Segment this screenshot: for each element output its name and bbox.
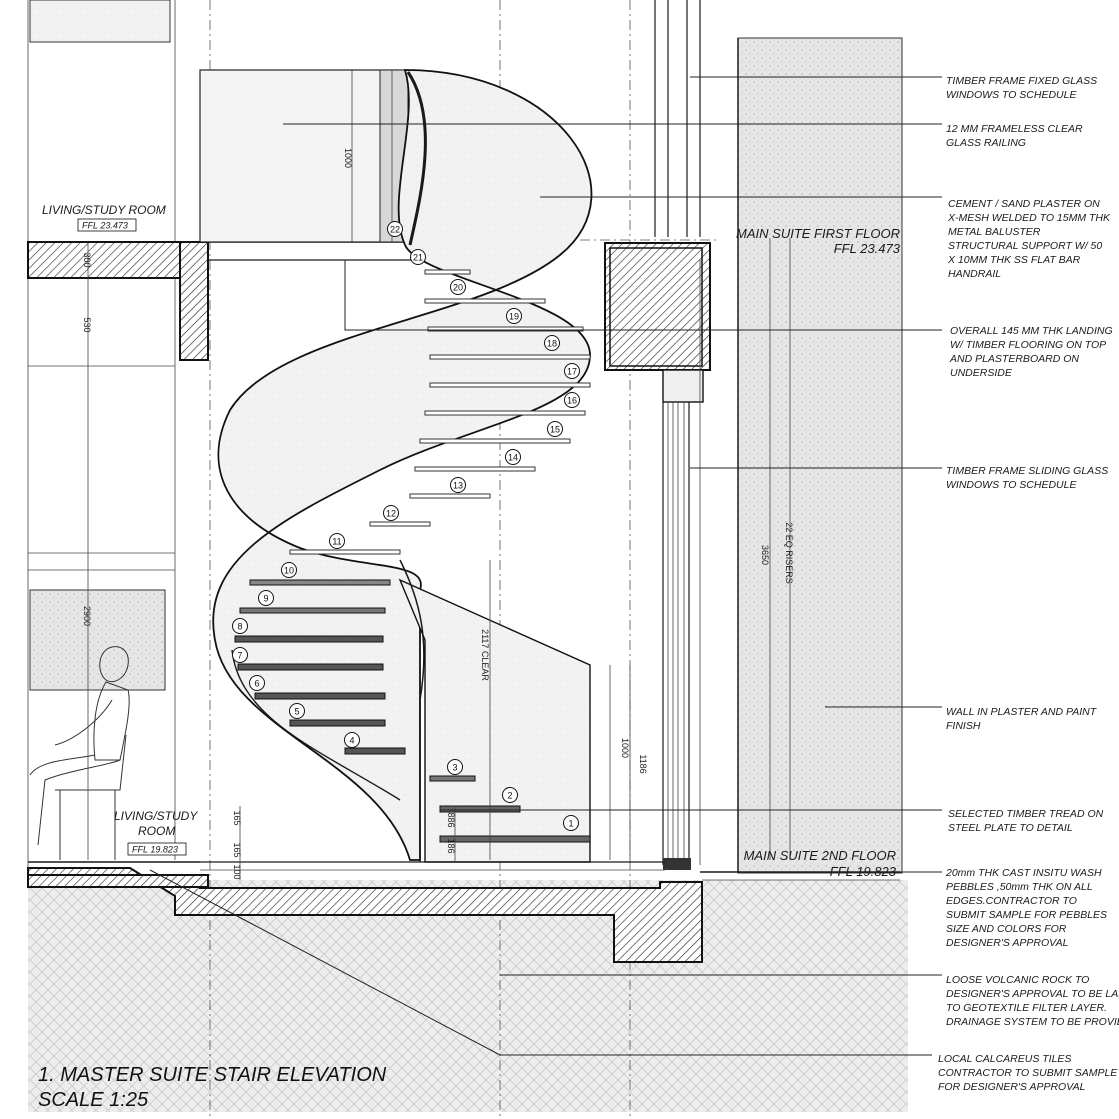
tread-number: 10 <box>281 562 297 578</box>
svg-text:5: 5 <box>294 707 299 717</box>
dim-clear: 2117 CLEAR <box>480 629 490 681</box>
title-line-1: 1. MASTER SUITE STAIR ELEVATION <box>38 1064 387 1086</box>
svg-text:6: 6 <box>254 679 259 689</box>
window-frames <box>654 0 704 870</box>
tread-number: 12 <box>383 505 399 521</box>
tread-number: 8 <box>232 618 248 634</box>
svg-text:10: 10 <box>284 566 294 576</box>
svg-text:21: 21 <box>413 253 423 263</box>
background-structure <box>27 0 908 1119</box>
tread-numbers: 1 2 3 4 5 6 7 8 9 10 11 12 13 14 15 16 1… <box>232 221 580 831</box>
lower-room-label-1: LIVING/STUDY <box>114 809 198 823</box>
svg-text:22: 22 <box>390 225 400 235</box>
dimension-lines <box>87 70 791 880</box>
tread-number: 14 <box>505 449 521 465</box>
svg-text:4: 4 <box>349 736 354 746</box>
tread-number: 18 <box>544 335 560 351</box>
ground-slab <box>27 861 900 963</box>
tread-number: 1 <box>563 815 579 831</box>
tread-number: 15 <box>547 421 563 437</box>
tread-number: 21 <box>410 249 426 265</box>
lower-room-ffl: FFL 19.823 <box>132 845 178 855</box>
svg-text:17: 17 <box>567 367 577 377</box>
dim-1186: 1186 <box>638 754 648 773</box>
tread-number: 17 <box>564 363 580 379</box>
dim-530: 530 <box>82 317 92 332</box>
tread-number: 19 <box>506 308 522 324</box>
tread-number: 20 <box>450 279 466 295</box>
dim-300: 300 <box>82 252 92 267</box>
tread-number: 6 <box>249 675 265 691</box>
svg-text:19: 19 <box>509 312 519 322</box>
dim-100: 100 <box>232 864 242 879</box>
tread-number: 7 <box>232 647 248 663</box>
dim-3650: 3650 <box>760 545 770 565</box>
upper-room-ffl: FFL 23.473 <box>82 221 128 231</box>
dim-165b: 165 <box>232 842 242 857</box>
upper-room-label: LIVING/STUDY ROOM <box>42 203 166 217</box>
tread-number: 3 <box>447 759 463 775</box>
tread-number: 4 <box>344 732 360 748</box>
main-second-floor-label: MAIN SUITE 2ND FLOOR <box>744 848 896 863</box>
tread-number: 2 <box>502 787 518 803</box>
dimension-texts: 1000 300 530 2900 2117 CLEAR 3650 22 EQ … <box>82 148 794 880</box>
svg-text:2: 2 <box>507 791 512 801</box>
svg-text:11: 11 <box>332 537 341 547</box>
tread-number: 9 <box>258 590 274 606</box>
tread-number: 22 <box>387 221 403 237</box>
dim-165a: 165 <box>232 810 242 825</box>
tread-number: 11 <box>329 533 345 549</box>
glass-railing <box>199 69 409 243</box>
svg-text:3: 3 <box>452 763 457 773</box>
tread-number: 5 <box>289 703 305 719</box>
main-first-floor-label: MAIN SUITE FIRST FLOOR <box>736 226 900 241</box>
svg-text:20: 20 <box>453 283 463 293</box>
dim-2900: 2900 <box>82 606 92 626</box>
tread-number: 16 <box>564 392 580 408</box>
svg-text:16: 16 <box>567 396 577 406</box>
upper-floor-slab <box>27 239 720 371</box>
title-line-2: SCALE 1:25 <box>38 1089 149 1111</box>
svg-text:14: 14 <box>508 453 518 463</box>
svg-text:8: 8 <box>237 622 242 632</box>
main-first-floor-ffl: FFL 23.473 <box>834 241 901 256</box>
dim-886: 886 <box>446 812 456 827</box>
svg-text:18: 18 <box>547 339 557 349</box>
svg-text:15: 15 <box>550 425 560 435</box>
dim-1000: 1000 <box>620 738 630 758</box>
lower-room-label-2: ROOM <box>138 824 175 838</box>
dim-186: 186 <box>446 838 456 853</box>
svg-text:13: 13 <box>453 481 463 491</box>
svg-text:7: 7 <box>237 651 242 661</box>
dim-rail-height: 1000 <box>343 148 353 168</box>
leader-lines <box>149 76 942 1056</box>
stair-treads <box>234 269 591 843</box>
svg-text:12: 12 <box>386 509 396 519</box>
drawing-title: 1. MASTER SUITE STAIR ELEVATION SCALE 1:… <box>38 1064 387 1111</box>
svg-text:1: 1 <box>568 819 573 829</box>
dim-risers: 22 EQ RISERS <box>784 522 794 584</box>
tread-number: 13 <box>450 477 466 493</box>
svg-text:9: 9 <box>263 594 268 604</box>
